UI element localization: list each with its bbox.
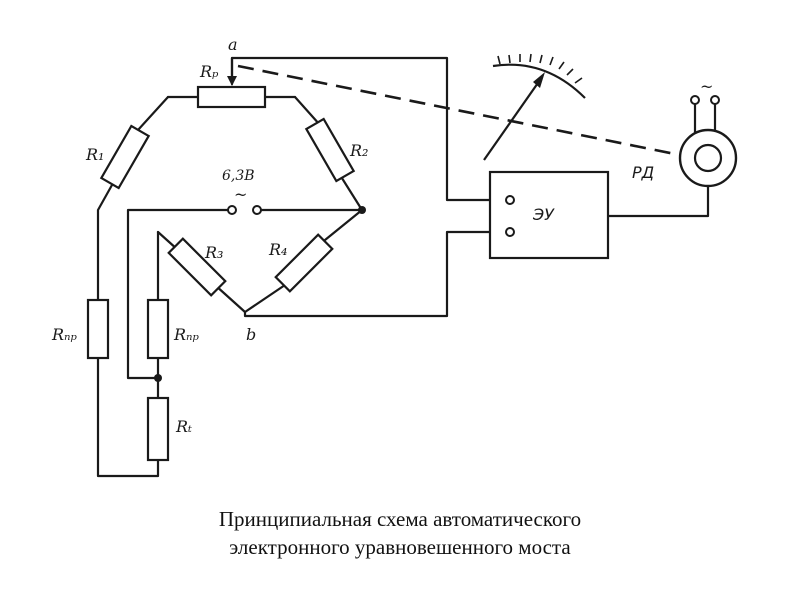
label-r3: R₃ — [204, 243, 223, 262]
amplifier-input-1 — [505, 195, 515, 205]
resistor-r2 — [304, 117, 356, 183]
resistor-rt — [146, 396, 170, 462]
label-rpr-left: Rₙₚ — [51, 325, 78, 344]
motor-rotor — [693, 143, 723, 173]
resistor-rpr-left — [86, 298, 110, 360]
label-rpr-right: Rₙₚ — [173, 325, 200, 344]
wire-a-to-amplifier — [230, 56, 492, 202]
wire-left-lead — [96, 356, 160, 478]
mechanical-link-dashed — [237, 64, 681, 157]
label-rp: Rₚ — [199, 62, 219, 81]
resistor-r3 — [167, 237, 227, 297]
wire-r1-branch — [96, 95, 170, 302]
indicator-scale-ticks — [497, 53, 583, 84]
wire-amplifier-to-motor — [606, 178, 710, 218]
label-rt: Rₜ — [175, 417, 192, 436]
label-supply-tilde: ~ — [234, 185, 247, 204]
rp-slider-arrowhead — [227, 76, 237, 86]
indicator-pointer-head — [533, 72, 545, 88]
resistor-rpr-right — [146, 298, 170, 360]
caption-line-1: Принципиальная схема автоматического — [218, 507, 582, 531]
resistor-r1 — [99, 124, 151, 190]
indicator-scale-arc — [492, 63, 586, 99]
supply-terminal-right — [252, 205, 262, 215]
indicator-pointer — [483, 79, 541, 161]
amplifier-box — [488, 170, 610, 260]
node-lead-junction — [154, 374, 162, 382]
wire-b-to-amplifier — [243, 230, 492, 318]
label-amplifier: ЭУ — [532, 205, 555, 224]
label-supply-voltage: 6,3В — [222, 168, 255, 184]
label-r1: R₁ — [85, 145, 104, 164]
wire-r2-branch — [293, 95, 364, 212]
label-motor: РД — [632, 163, 654, 182]
node-right-junction — [358, 206, 366, 214]
caption-line-2: электронного уравновешенного моста — [229, 535, 571, 559]
label-node-b: b — [246, 325, 256, 344]
label-r4: R₄ — [268, 240, 287, 259]
wire-r4-branch — [243, 208, 364, 314]
wire-supply-line — [126, 208, 364, 380]
supply-terminal-left — [227, 205, 237, 215]
bridge-circuit-diagram: a b Rₚ R₁ R₂ R₃ R₄ Rₙₚ Rₙₚ Rₜ 6,3В ~ ЭУ … — [51, 35, 738, 478]
mains-terminal-right — [710, 95, 720, 105]
mains-terminal-left — [690, 95, 700, 105]
amplifier-input-2 — [505, 227, 515, 237]
resistor-r4 — [274, 233, 334, 293]
label-mains-tilde: ~ — [700, 77, 713, 96]
wire-mains-leads — [693, 98, 717, 137]
resistor-rp — [196, 85, 267, 109]
label-node-a: a — [228, 35, 238, 54]
label-r2: R₂ — [349, 141, 368, 160]
